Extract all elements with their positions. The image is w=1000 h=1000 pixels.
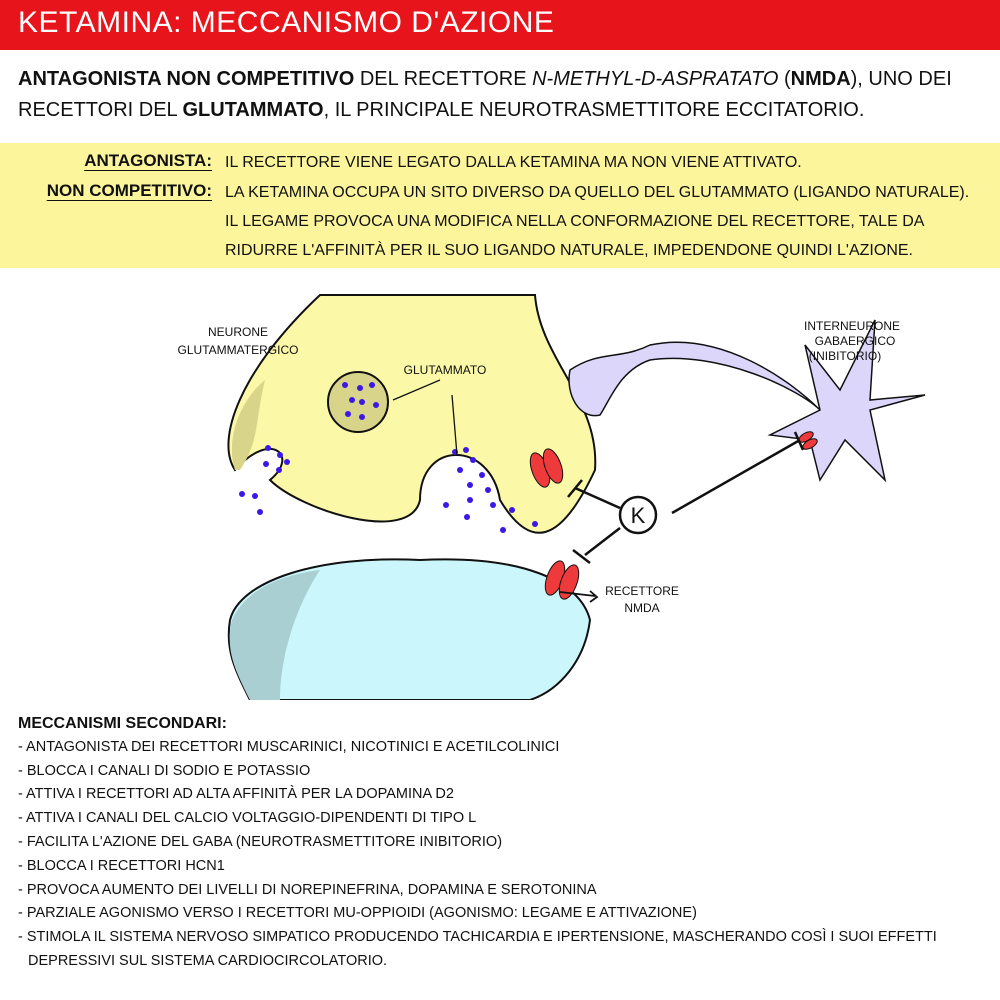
list-item: - Blocca i recettori HCN1 — [18, 857, 225, 874]
list-item: - Stimola il sistema nervoso simpatico p… — [18, 929, 937, 969]
list-item: - Provoca aumento dei livelli di norepin… — [18, 881, 597, 898]
definition-term: Antagonista: — [84, 151, 212, 170]
definition-text: La ketamina occupa un sito diverso da qu… — [225, 184, 970, 259]
synapse-diagram: K Neurone glutammatergico Glutammato Int… — [178, 294, 926, 700]
list-item: - Facilita l'azione del GABA (neurotrasm… — [18, 833, 503, 850]
ketamine-block-lines — [392, 379, 805, 603]
definition-term: Non competitivo: — [46, 181, 212, 200]
ketamine-label: K — [631, 503, 646, 528]
interneuron-label: Interneurone — [804, 319, 900, 333]
receptor-label: Recettore — [605, 584, 679, 598]
intro-text: del recettore — [354, 68, 533, 90]
interneuron-label: Gabaergico — [815, 334, 896, 348]
intro-paragraph: Antagonista non competitivo del recettor… — [18, 64, 978, 126]
intro-text: ), uno dei recettori del — [18, 68, 952, 121]
page-title: Ketamina: meccanismo d'azione — [0, 0, 1000, 50]
definition-text: Il recettore viene legato dalla ketamina… — [225, 154, 802, 171]
secondary-mechanisms: Meccanismi secondari: - Antagonista dei … — [18, 712, 988, 974]
intro-bold: glutammato — [182, 99, 324, 121]
ketamine-icon — [618, 495, 658, 535]
intro-bold: Antagonista non competitivo — [18, 68, 355, 90]
list-item: - Blocca i canali di sodio e potassio — [18, 762, 311, 779]
glutamatergic-neuron — [227, 294, 597, 534]
list-item: - Attiva i canali del calcio voltaggio-d… — [18, 810, 477, 827]
list-item: - Attiva i recettori ad alta affinità pe… — [18, 786, 454, 803]
receptor-label: NMDA — [624, 601, 659, 615]
list-item: - Antagonista dei recettori muscarinici,… — [18, 738, 560, 755]
neuron-label: Neurone — [208, 325, 268, 339]
secondary-heading: Meccanismi secondari: — [18, 715, 227, 732]
glutamate-label: Glutammato — [404, 363, 487, 377]
interneuron-label: (inibitorio) — [809, 349, 881, 363]
list-item: - Parziale agonismo verso i recettori mu… — [18, 905, 697, 922]
glutamate-dots — [239, 382, 538, 533]
intro-text: ( — [778, 68, 791, 90]
intro-italic: N-methyl-D-aspratato — [532, 68, 779, 90]
postsynaptic-neuron — [227, 558, 592, 700]
intro-bold: NMDA — [790, 68, 851, 90]
neuron-label: glutammatergico — [178, 343, 299, 357]
definitions-box: Antagonista: Il recettore viene legato d… — [0, 143, 1000, 268]
nmda-receptors — [529, 431, 818, 600]
intro-text: , il principale neurotrasmettitore eccit… — [323, 99, 865, 121]
